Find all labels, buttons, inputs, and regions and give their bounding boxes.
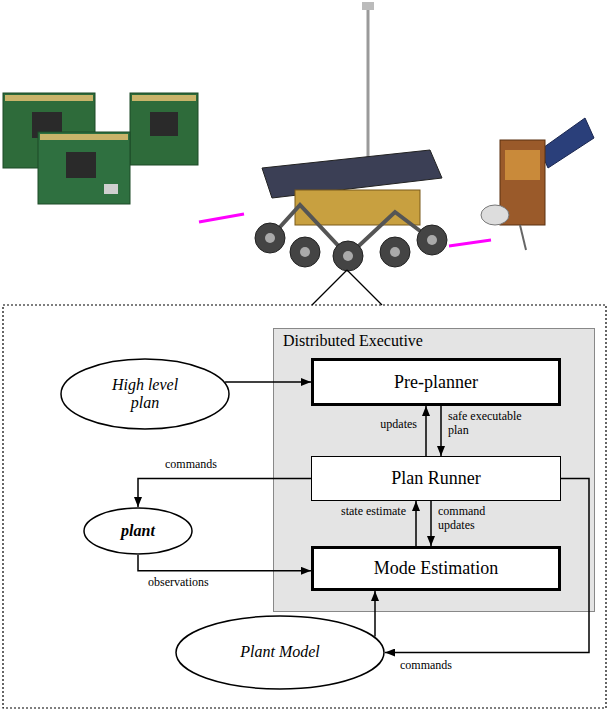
rover-wheel	[290, 237, 320, 267]
connector-arrow	[385, 479, 589, 653]
rover-wheel	[380, 237, 410, 267]
edge-label: observations	[148, 576, 248, 590]
box-label: Pre-planner	[394, 372, 478, 393]
satellite-dish	[481, 205, 509, 225]
connector-arrow	[430, 501, 432, 546]
wheel-hub	[343, 251, 353, 261]
ellipse-label: Plant Model	[240, 643, 320, 661]
satellite-foil	[505, 150, 540, 180]
process-box: Pre-planner	[311, 358, 561, 406]
model-ellipse: Plant Model	[175, 615, 385, 690]
rover-mast-tip	[362, 2, 374, 10]
connector-arrow	[138, 479, 311, 508]
group-heading: Distributed Executive	[283, 332, 585, 350]
chip	[66, 152, 96, 178]
connector-arrow	[440, 406, 442, 456]
plant-ellipse: plant	[83, 507, 193, 555]
board-connector	[40, 134, 128, 140]
executive-group: Distributed ExecutivePre-plannerPlan Run…	[273, 328, 595, 612]
rover-wheel	[417, 225, 447, 255]
edge-label: commands	[165, 458, 245, 472]
ellipse-shape	[84, 508, 192, 554]
edge-label: updates	[335, 418, 417, 432]
callout-triangle	[312, 270, 347, 305]
callout-triangle	[347, 270, 382, 305]
ellipse-shape	[176, 616, 384, 689]
rover-wheel	[333, 241, 363, 271]
dotted-frame	[3, 305, 606, 708]
connector-arrow	[138, 555, 311, 571]
edge-label: safe executable plan	[448, 410, 536, 438]
connector-arrow	[374, 591, 376, 637]
ellipse-label: High level plan	[105, 376, 185, 413]
input-ellipse: High level plan	[60, 358, 230, 430]
rover-mast	[367, 2, 370, 160]
edge-label: commands	[400, 659, 480, 673]
wheel-hub	[390, 247, 400, 257]
connector-arrow	[425, 406, 427, 456]
chip	[104, 184, 118, 194]
ellipse-label: plant	[121, 522, 155, 540]
wheel-hub	[427, 235, 437, 245]
process-box: Mode Estimation	[311, 546, 561, 591]
wheel-hub	[300, 247, 310, 257]
board-connector	[5, 95, 93, 101]
edge-label: state estimate	[340, 505, 406, 519]
rover-wheel	[255, 223, 285, 253]
satellite-panel	[540, 118, 594, 168]
circuit-board	[130, 93, 198, 165]
radio-link	[199, 214, 244, 222]
wheel-hub	[265, 233, 275, 243]
process-box: Plan Runner	[311, 456, 561, 501]
edge-label: command updates	[438, 505, 508, 533]
radio-link	[449, 240, 491, 246]
chip	[150, 112, 178, 136]
board-connector	[132, 95, 196, 101]
satellite-strut	[520, 225, 526, 250]
circuit-board	[38, 132, 130, 204]
ellipse-shape	[61, 359, 229, 429]
connector-arrow	[225, 381, 311, 383]
connector-arrow	[415, 501, 417, 546]
box-label: Plan Runner	[391, 468, 481, 489]
box-label: Mode Estimation	[374, 558, 499, 579]
